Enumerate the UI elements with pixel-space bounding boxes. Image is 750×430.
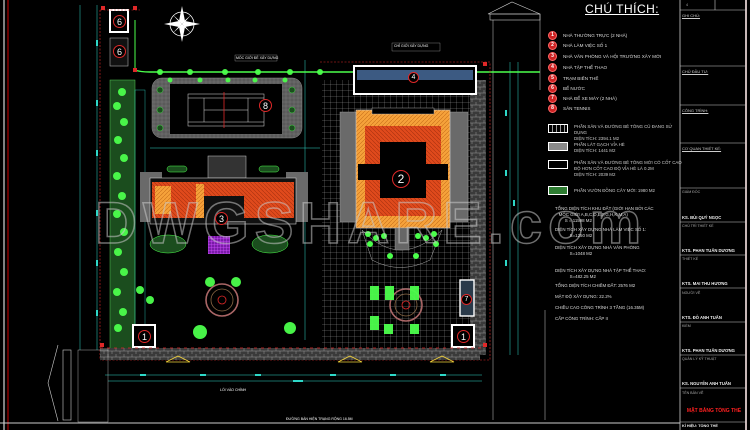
legend-area-old-concrete: PHẦN SÂN VÀ ĐƯỜNG BÊ TÔNG CŨ ĐANG SỬ DỤN… [548,124,684,142]
tb-sign-6-name: KS. NGUYỄN ANH TUẤN [682,381,731,386]
plan-note-3: LỐI VÀO CHÍNH [220,388,247,392]
tb-sign-4-name: KTS. ĐỖ ANH TUẤN [682,315,722,320]
north-arrow-icon [164,6,200,42]
title-block-top-cell: 4 [686,3,688,7]
tb-sign-3-name: KTS. MAI THU HƯƠNG [682,281,728,286]
sheet-code: KÍ HIỆU: TỔNG THỂ [682,424,718,428]
tb-section-design-agency: CƠ QUAN THIẾT KẾ: [682,146,722,151]
tb-sign-1-name: KS. BÙI QUÝ NGỌC [682,215,722,220]
green-swatch-icon [548,186,568,195]
stat-office: DIỆN TÍCH XÂY DỰNG NHÀ VĂN PHÒNG S=1048 … [555,245,640,256]
marker-2: 2 [392,170,410,188]
marker-1-left: 1 [138,330,151,343]
outline-swatch-icon [548,160,568,169]
tb-sign-5-role: QUẢN LÝ KỸ THUẬT [682,357,717,361]
marker-4: 4 [408,72,419,83]
tb-sign-2-role: THIẾT KẾ [682,257,699,261]
street-label: ĐƯỜNG BÀN HIỆN TRẠNG RỘNG 16.5M [286,417,353,421]
stat-height: CHIỀU CAO CÔNG TRÌNH 3 TẦNG (16.35M) [555,305,645,310]
tb-sign-3-role: NGƯỜI VẼ [682,291,701,295]
plan-note-2: MỐC GIỚI ĐỂ XÂY DỰNG [236,56,279,60]
stat-sports: DIỆN TÍCH XÂY DỰNG NHÀ TẬP THỂ THAO: S=4… [555,268,647,279]
legend-area-new-concrete: PHẦN SÂN VÀ ĐƯỜNG BÊ TÔNG MỚI CÓ CỐT CAO… [548,160,684,178]
drawing-title: MẶT BẰNG TỔNG THỂ [686,408,742,414]
legend-title: CHÚ THÍCH: [585,2,660,16]
stat-building-1: DIỆN TÍCH XÂY DỰNG NHÀ LÀM VIỆC SỐ 1: S=… [555,227,647,238]
tb-sign-5-name: KTS. PHAN TUẤN DƯƠNG [682,348,735,353]
marker-1-right: 1 [457,330,470,343]
tb-sign-4-role: KIỂM [682,324,691,328]
marker-6-a: 6 [113,15,126,28]
tb-sign-6-role: TÊN BẢN VẼ [682,391,704,395]
stat-total-area: TỔNG DIỆN TÍCH KHU ĐẤT (GIỚI HẠN BỞI CÁC… [555,206,654,223]
tb-section-notes: GHI CHÚ: [682,13,700,18]
tb-section-project: CÔNG TRÌNH: [682,108,709,113]
watermark: DWGSHARE.com [94,190,648,257]
marker-6-b: 6 [113,45,126,58]
grey-swatch-icon [548,142,568,151]
tb-sign-1-role: CHỦ TRÌ THIẾT KẾ [682,224,714,228]
grid-swatch-icon [548,124,568,133]
marker-7: 7 [461,294,472,305]
stat-density: MẬT ĐỘ XÂY DỰNG: 22.2% [555,294,612,299]
stat-grade: CẤP CÔNG TRÌNH: CẤP II [555,316,608,321]
plan-note-1: CHỈ GIỚI XÂY DỰNG [394,44,429,48]
marker-8: 8 [259,99,272,112]
stat-land-use: TỔNG DIỆN TÍCH CHIẾM ĐẤT: 2576 M2 [555,283,636,288]
marker-3: 3 [215,212,228,225]
tb-sign-2-name: KTS. PHAN TUẤN DƯƠNG [682,248,735,253]
tb-section-investor: CHỦ ĐẦU TƯ: [682,69,709,74]
tb-section-director: GIÁM ĐỐC [682,190,701,194]
legend-area-garden: PHẦN VƯỜN ĐỒNG CÂY MỚI: 1980 M2 [548,186,684,195]
